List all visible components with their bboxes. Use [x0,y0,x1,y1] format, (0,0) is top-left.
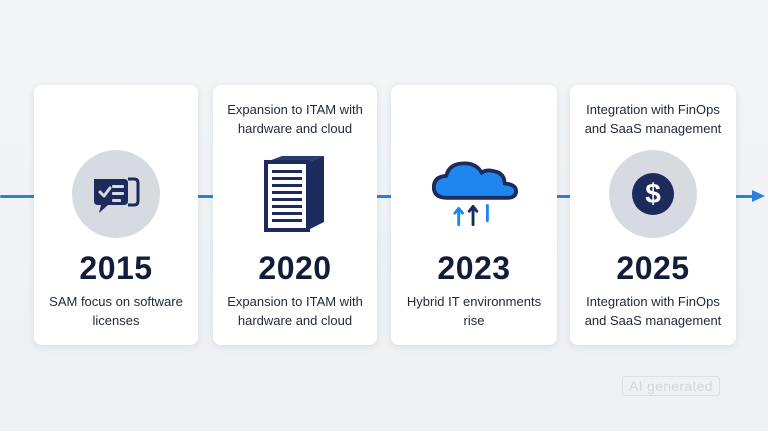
milestone-year: 2020 [258,250,332,286]
milestone-year: 2025 [616,250,690,286]
milestone-description: SAM focus on software licenses [49,294,183,328]
milestone-top-note: Integration with FinOps and SaaS managem… [584,102,722,136]
milestone-card-2023: 2023 Hybrid IT environments rise [391,85,557,345]
milestone-card-2020: Expansion to ITAM with hardware and clou… [213,85,377,345]
timeline-arrowhead [752,190,765,202]
timeline-line [0,195,758,198]
milestone-description: Expansion to ITAM with hardware and clou… [227,294,363,328]
ai-generated-watermark: AI generated [622,376,720,396]
dollar-icon: $ [609,150,697,238]
cloud-upload-icon [430,150,518,238]
milestone-description: Hybrid IT environments rise [406,294,542,328]
milestone-card-2015: 2015 SAM focus on software licenses [34,85,198,345]
milestone-year: 2015 [79,250,153,286]
milestone-year: 2023 [437,250,511,286]
svg-text:$: $ [645,178,661,209]
milestone-card-2025: Integration with FinOps and SaaS managem… [570,85,736,345]
milestone-top-note: Expansion to ITAM with hardware and clou… [227,102,363,136]
milestone-description: Integration with FinOps and SaaS managem… [584,294,722,328]
license-list-icon [72,150,160,238]
server-icon [251,150,339,238]
